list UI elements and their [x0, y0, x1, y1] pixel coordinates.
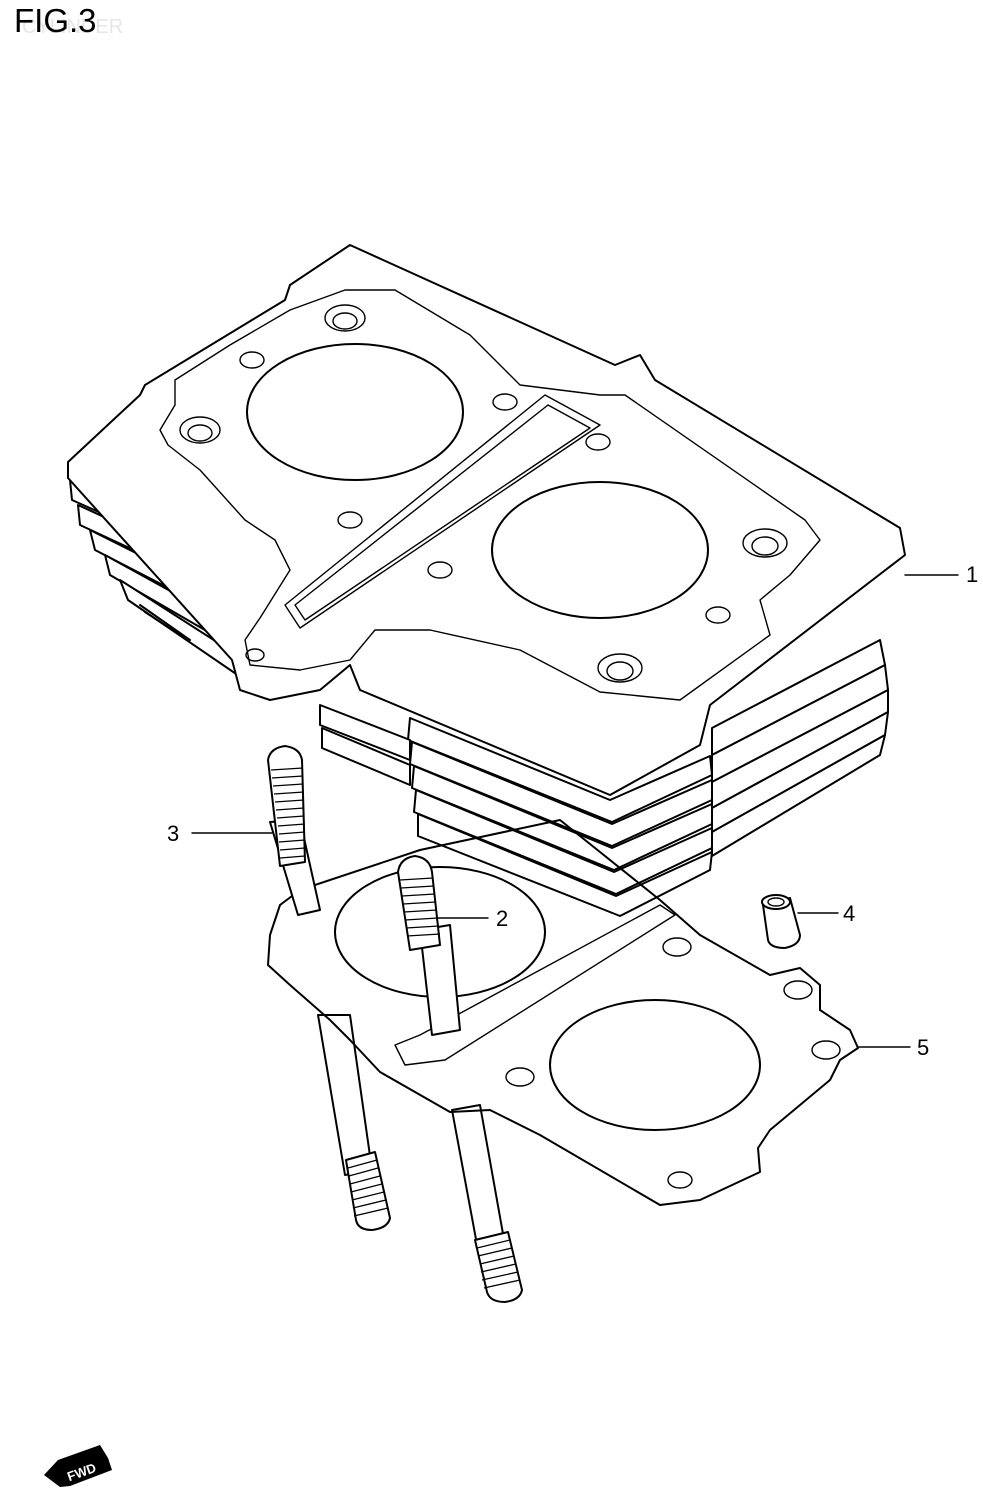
cylinder-bore-left	[246, 343, 464, 481]
cylinder-bore-right	[491, 481, 709, 619]
fwd-arrow-icon	[44, 1445, 112, 1487]
cam-chain-slot	[284, 394, 601, 629]
figure-subtitle: CYLINDER	[22, 16, 124, 38]
callout-label-5: 5	[917, 1035, 929, 1060]
callout-3: 3	[167, 821, 273, 846]
callout-5: 5	[857, 1035, 929, 1060]
cylinder-base-gasket	[267, 819, 859, 1206]
callout-label-4: 4	[843, 901, 855, 926]
callout-label-2: 2	[496, 906, 508, 931]
callout-2: 2	[436, 906, 508, 931]
callout-label-1: 1	[966, 562, 978, 587]
forward-direction-badge: FWD	[44, 1445, 112, 1487]
stud-bolt-long	[397, 855, 523, 1303]
cylinder-top-deck	[67, 244, 906, 796]
stud-holes	[179, 304, 788, 683]
stud-bolt-short	[267, 745, 391, 1231]
figure-label: FIG.3	[14, 2, 97, 39]
dowel-pin	[761, 894, 801, 949]
callout-4: 4	[797, 901, 855, 926]
cylinder-block	[67, 244, 906, 917]
cylinder-deck-flange	[159, 289, 821, 701]
callout-label-3: 3	[167, 821, 179, 846]
callout-1: 1	[904, 562, 978, 587]
gasket-bore-right	[549, 999, 761, 1131]
